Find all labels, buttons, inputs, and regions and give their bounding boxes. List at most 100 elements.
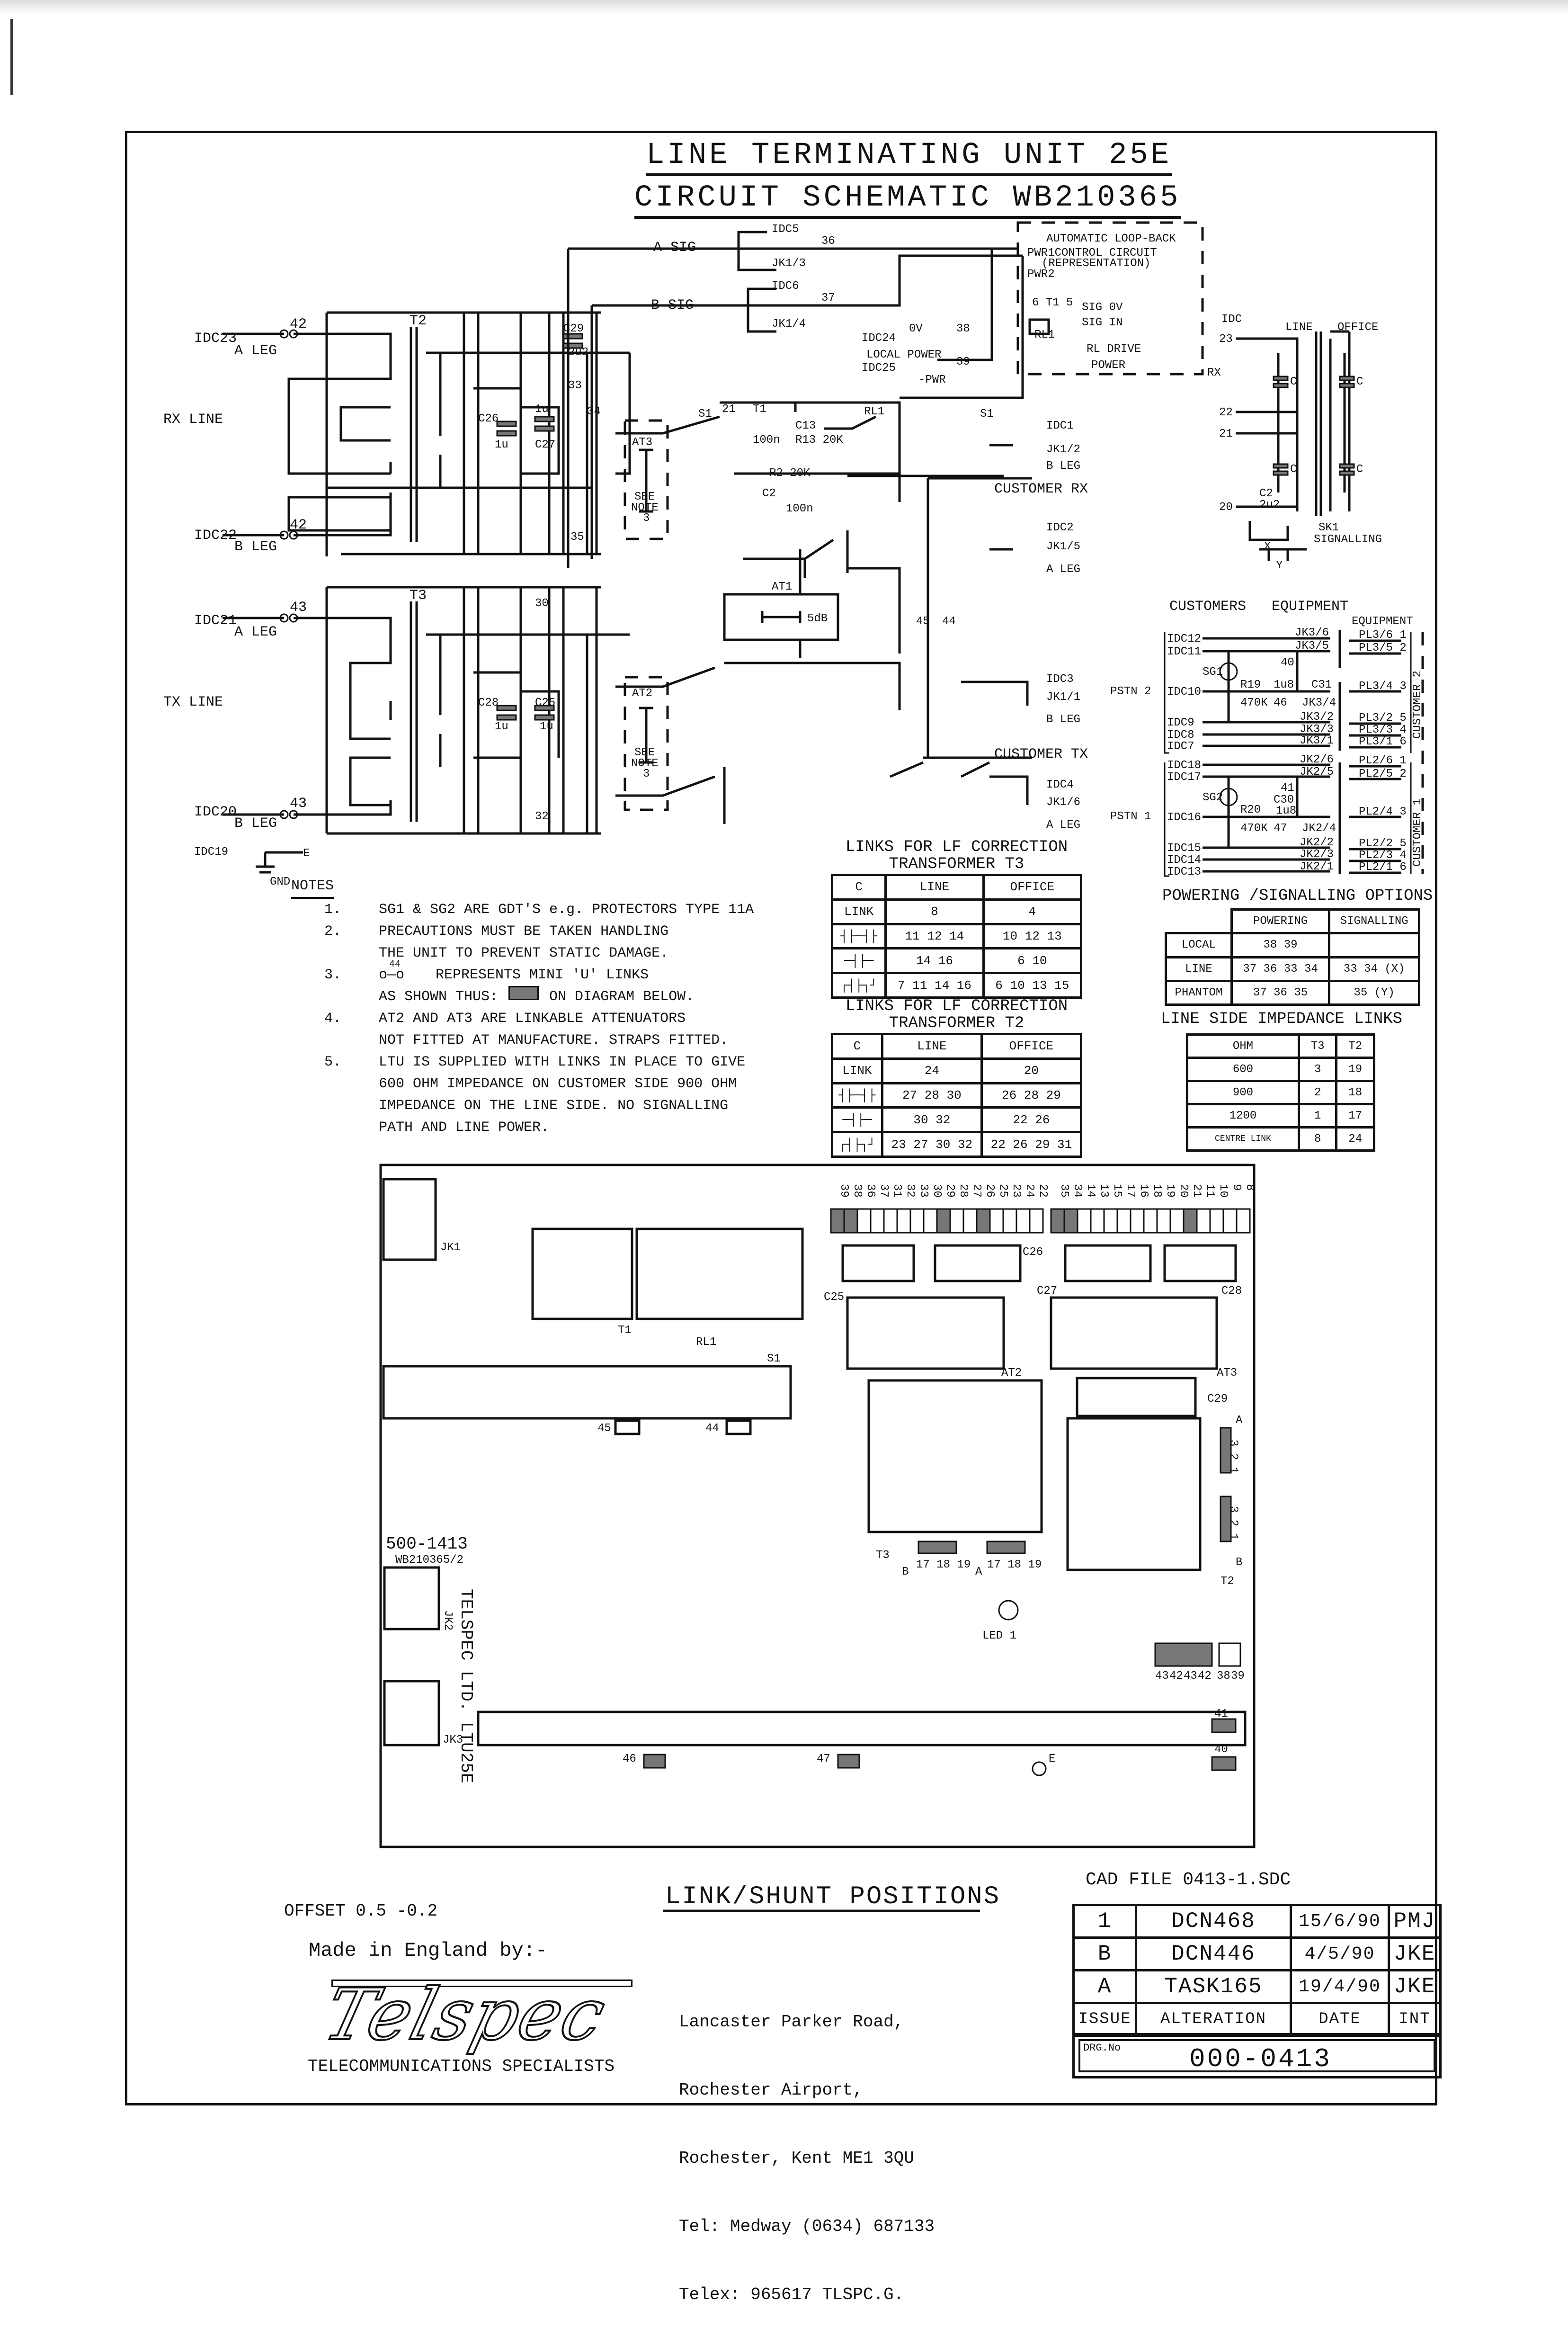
plug-label: PL2/1 6 — [1359, 861, 1407, 874]
lf-t3-title: LINKS FOR LF CORRECTION TRANSFORMER T3 — [831, 839, 1082, 873]
terminal-idc14: IDC14 — [1167, 854, 1201, 867]
label-customer-rx: CUSTOMER RX — [994, 481, 1088, 497]
attenuator-value: 5dB — [807, 612, 828, 625]
pin-label: 21 — [722, 403, 736, 416]
link-position — [856, 1208, 872, 1234]
see-note-label: SEE — [634, 491, 655, 503]
link-position — [870, 1208, 885, 1234]
line-links: 24 — [881, 1057, 983, 1084]
label-tx-line: TX LINE — [163, 694, 223, 710]
component-label: C29 — [563, 322, 584, 335]
link-number: 38 — [851, 1184, 864, 1198]
jack-label: JK3/2 — [1300, 711, 1334, 724]
link-label: 42 — [290, 316, 307, 332]
column-header: OFFICE — [980, 1033, 1083, 1060]
link-shunt-title: LINK/SHUNT POSITIONS — [665, 1882, 1001, 1911]
series-capacitors-icon: ┤├─┤├ — [838, 1088, 876, 1102]
jack-label: JK2/1 — [1300, 860, 1334, 873]
note-2: 2.PRECAUTIONS MUST BE TAKEN HANDLING — [284, 921, 754, 942]
drawing-title: LINE TERMINATING UNIT 25E — [646, 138, 1172, 176]
column-header: LINE — [884, 874, 985, 901]
address-line: Lancaster Parker Road, — [679, 2012, 904, 2032]
jack-label: JK1/1 — [1046, 691, 1080, 704]
row-symbol: ┤├─┤├ — [831, 1082, 883, 1109]
link-number: 11 — [1203, 1184, 1216, 1198]
company-tagline: TELECOMMUNICATIONS SPECIALISTS — [308, 2057, 615, 2076]
link-45-label: 45 — [597, 1422, 611, 1435]
link-position — [923, 1208, 938, 1234]
label-x: X — [1264, 540, 1271, 553]
link-position — [976, 1208, 991, 1234]
attenuator-at1-label: AT1 — [772, 581, 792, 593]
revision-alteration: TASK165 — [1135, 1969, 1292, 2004]
link-position — [1130, 1208, 1145, 1234]
pcb-t2-label: T2 — [1221, 1575, 1234, 1588]
component-value: 1u — [495, 439, 508, 451]
pcb-c26-label: C26 — [1023, 1246, 1043, 1259]
link-label: 40 — [1281, 656, 1294, 669]
table-cell: 17 — [1335, 1103, 1375, 1129]
link-number: 27 — [970, 1184, 983, 1198]
jack-label: JK3/1 — [1300, 735, 1334, 747]
revision-issue: A — [1072, 1969, 1137, 2004]
link-46-label: 46 — [623, 1753, 636, 1765]
link-47-label: 47 — [817, 1753, 830, 1765]
note-4-cont: NOT FITTED AT MANUFACTURE. STRAPS FITTED… — [284, 1030, 754, 1051]
capacitor-label: C — [1290, 463, 1297, 476]
telspec-logo: Telspec — [312, 1973, 639, 2057]
component-label: C27 — [535, 439, 555, 451]
link-position — [1222, 1208, 1238, 1234]
capacitor-label: C — [1356, 376, 1363, 388]
plug-label: PL3/2 5 — [1359, 712, 1407, 725]
see-note-label: 3 — [643, 768, 650, 780]
link-44-label: 44 — [705, 1422, 719, 1435]
table-cell: 600 — [1186, 1057, 1300, 1082]
pcb-earth-label: E — [1049, 1753, 1055, 1765]
line-links: 23 27 30 32 — [881, 1131, 983, 1158]
revision-issue: 1 — [1072, 1904, 1137, 1939]
line-links: 8 — [884, 898, 985, 925]
component-value: 100n — [753, 434, 780, 447]
note-3-cont: AS SHOWN THUS:ON DIAGRAM BELOW. — [284, 986, 754, 1008]
terminal-idc8: IDC8 — [1167, 729, 1194, 742]
jack-label: JK2/3 — [1300, 848, 1334, 861]
revision-row: A TASK165 19/4/90 JKE — [1072, 1969, 1442, 2004]
note-number: 2. — [324, 923, 342, 940]
link-label: 39 — [956, 356, 970, 368]
capacitor-icon: ─┤├─ — [842, 1112, 872, 1127]
column-header: T3 — [1297, 1033, 1338, 1059]
jack-label: JK3/3 — [1300, 723, 1334, 736]
link-number: 10 — [1217, 1184, 1229, 1198]
label-line: LINE — [1285, 321, 1313, 334]
link-number: 18 — [1150, 1184, 1163, 1198]
table-cell: 19 — [1335, 1057, 1375, 1082]
component-label: T1 — [753, 403, 766, 416]
pcb-link-b-label: B — [902, 1566, 909, 1578]
label-power: POWER — [1091, 359, 1125, 372]
note-text: ON DIAGRAM BELOW. — [549, 989, 695, 1005]
note-number: 1. — [324, 902, 342, 918]
drawing-number-box: DRG.No 000-0413 — [1072, 2033, 1442, 2078]
pcb-at3-label: AT3 — [1217, 1367, 1237, 1379]
plug-label: PL3/6 1 — [1359, 629, 1407, 642]
link-number: 14 — [1084, 1184, 1097, 1198]
plug-label: PL2/6 1 — [1359, 754, 1407, 767]
link-position — [830, 1208, 845, 1234]
link-position — [1209, 1208, 1224, 1234]
note-text: AT2 AND AT3 ARE LINKABLE ATTENUATORS — [379, 1011, 686, 1027]
component-value: 1u8 — [1276, 805, 1296, 817]
terminal-idc23: IDC23 — [194, 331, 237, 347]
drawing-number: 000-0413 — [1189, 2044, 1332, 2074]
link-number: 8 — [1243, 1184, 1256, 1191]
table-cell: LINE — [1165, 956, 1233, 982]
link-label: 42 — [1169, 1670, 1183, 1683]
note-text: THE UNIT TO PREVENT STATIC DAMAGE. — [379, 945, 669, 961]
label-idc: IDC — [1221, 313, 1242, 326]
see-note-label: NOTE — [631, 757, 659, 770]
link-number: 34 — [1071, 1184, 1084, 1198]
